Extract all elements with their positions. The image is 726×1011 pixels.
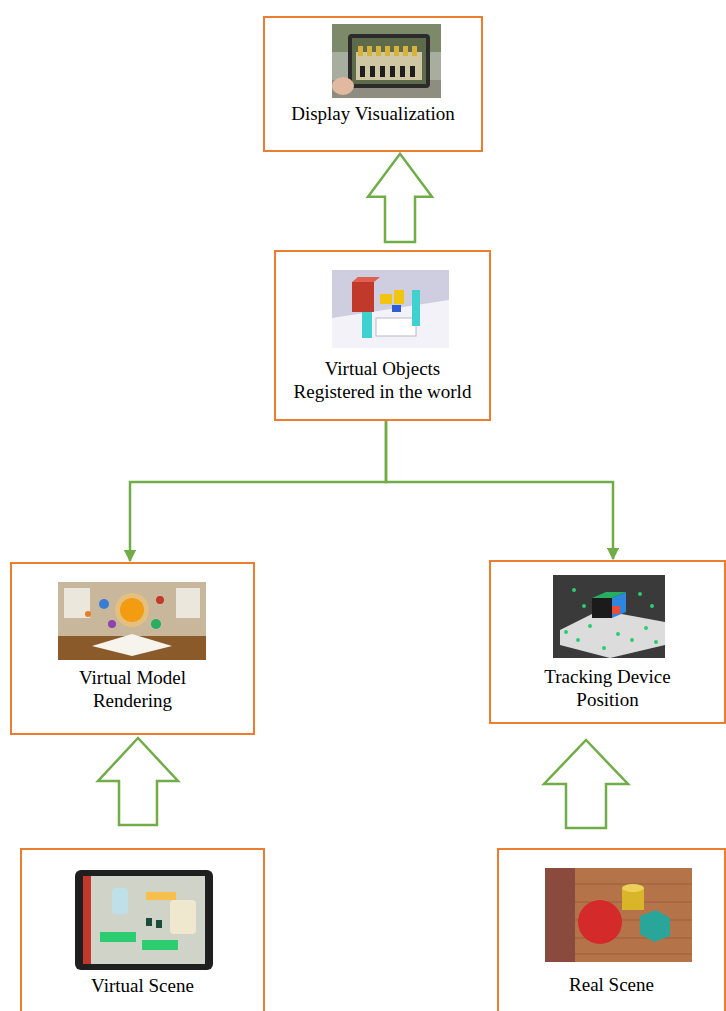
tablet-virtual-scene-photo-part bbox=[75, 870, 213, 970]
classroom-render-photo-part bbox=[156, 596, 164, 604]
tablet-virtual-scene-photo-part bbox=[170, 900, 196, 934]
ar-tablet-photo-part bbox=[348, 34, 430, 88]
box-label: Virtual Objects Registered in the world bbox=[288, 358, 478, 404]
process-box: Virtual Objects Registered in the world bbox=[274, 250, 491, 421]
ar-tablet-photo-part bbox=[410, 66, 415, 77]
real-scene-photo-part bbox=[640, 910, 670, 942]
tracking-photo-part bbox=[630, 638, 634, 642]
classroom-render-photo-part bbox=[120, 598, 144, 622]
real-scene-photo bbox=[545, 868, 692, 962]
block-arrow bbox=[368, 154, 432, 242]
tablet-virtual-scene-photo-part bbox=[142, 940, 178, 950]
block-arrow bbox=[98, 738, 178, 825]
tablet-virtual-scene-photo-part bbox=[146, 918, 152, 926]
real-scene-photo-part bbox=[575, 954, 692, 955]
tracking-photo-part bbox=[553, 575, 665, 658]
tracking-photo-part bbox=[576, 638, 580, 642]
ar-tablet-photo-part bbox=[385, 46, 390, 56]
flow-arrow bbox=[386, 421, 613, 559]
tracking-photo-part bbox=[654, 640, 658, 644]
virtual-objects-photo-part bbox=[352, 277, 380, 282]
classroom-render-photo-part bbox=[99, 599, 109, 609]
ar-tablet-photo-part bbox=[356, 52, 422, 80]
ar-tablet-photo bbox=[332, 24, 441, 98]
classroom-render-photo-part bbox=[92, 634, 172, 656]
ar-tablet-photo-part bbox=[367, 46, 372, 56]
ar-tablet-photo-part bbox=[394, 46, 399, 56]
virtual-objects-photo-part bbox=[412, 290, 420, 326]
tracking-photo-part bbox=[638, 592, 642, 596]
ar-tablet-photo-part bbox=[358, 46, 363, 56]
tablet-virtual-scene-photo-part bbox=[112, 888, 128, 914]
real-scene-photo-part bbox=[545, 868, 692, 962]
tracking-photo-part bbox=[572, 588, 576, 592]
process-box: Tracking Device Position bbox=[489, 560, 726, 724]
virtual-objects-photo-part bbox=[376, 318, 416, 336]
tracking-photo bbox=[553, 575, 665, 658]
virtual-objects-photo-part bbox=[392, 305, 401, 312]
ar-tablet-photo-part bbox=[390, 66, 395, 77]
flow-arrow bbox=[130, 421, 386, 561]
ar-tablet-photo-part bbox=[403, 46, 408, 56]
tablet-virtual-scene-photo-part bbox=[146, 892, 176, 900]
tracking-photo-part bbox=[564, 630, 568, 634]
tablet-virtual-scene-photo-part bbox=[83, 876, 205, 964]
virtual-objects-photo bbox=[332, 270, 449, 348]
ar-tablet-photo-part bbox=[360, 66, 365, 77]
process-box: Virtual Model Rendering bbox=[10, 562, 255, 735]
process-box: Real Scene bbox=[497, 848, 726, 1011]
tracking-photo-part bbox=[592, 598, 612, 618]
ar-tablet-photo-part bbox=[352, 38, 426, 84]
classroom-render-photo-part bbox=[151, 619, 161, 629]
tracking-photo-part bbox=[650, 604, 654, 608]
ar-tablet-photo-part bbox=[376, 46, 381, 56]
box-label: Virtual Scene bbox=[91, 975, 194, 998]
ar-tablet-photo-part bbox=[332, 24, 441, 98]
classroom-render-photo-part bbox=[64, 588, 90, 618]
ar-tablet-photo-part bbox=[400, 66, 405, 77]
real-scene-photo-part bbox=[578, 900, 622, 944]
classroom-render-photo-part bbox=[176, 588, 200, 618]
ar-tablet-photo-part bbox=[412, 46, 417, 56]
tracking-photo-part bbox=[582, 604, 586, 608]
classroom-render-photo-part bbox=[58, 582, 206, 660]
classroom-render-photo bbox=[58, 582, 206, 660]
classroom-render-photo-part bbox=[85, 611, 91, 617]
box-label: Real Scene bbox=[569, 974, 654, 997]
box-label: Virtual Model Rendering bbox=[63, 667, 203, 713]
process-box: Virtual Scene bbox=[20, 848, 265, 1011]
tracking-photo-part bbox=[588, 624, 592, 628]
ar-tablet-photo-part bbox=[332, 77, 354, 95]
tablet-virtual-scene-photo-part bbox=[156, 920, 162, 928]
classroom-render-photo-part bbox=[115, 593, 149, 627]
virtual-objects-photo-part bbox=[332, 270, 449, 348]
real-scene-photo-part bbox=[545, 868, 575, 962]
tablet-virtual-scene-photo-part bbox=[83, 876, 91, 964]
tracking-photo-part bbox=[616, 632, 620, 636]
tablet-virtual-scene-photo-part bbox=[100, 932, 136, 942]
tablet-virtual-scene-photo bbox=[75, 870, 213, 970]
ar-tablet-photo-part bbox=[370, 66, 375, 77]
virtual-objects-photo-part bbox=[352, 282, 374, 312]
classroom-render-photo-part bbox=[108, 620, 116, 628]
block-arrow bbox=[544, 740, 628, 828]
tracking-photo-part bbox=[602, 646, 606, 650]
ar-tablet-photo-part bbox=[380, 66, 385, 77]
tracking-photo-part bbox=[612, 606, 620, 614]
real-scene-photo-part bbox=[622, 884, 644, 892]
process-box: Display Visualization bbox=[263, 16, 483, 152]
box-label: Tracking Device Position bbox=[538, 666, 678, 712]
virtual-objects-photo-part bbox=[332, 300, 449, 348]
tracking-photo-part bbox=[644, 626, 648, 630]
virtual-objects-photo-part bbox=[380, 294, 392, 304]
virtual-objects-photo-part bbox=[362, 312, 372, 338]
virtual-objects-photo-part bbox=[394, 290, 404, 304]
tracking-photo-part bbox=[592, 592, 626, 598]
box-label: Display Visualization bbox=[291, 103, 455, 126]
